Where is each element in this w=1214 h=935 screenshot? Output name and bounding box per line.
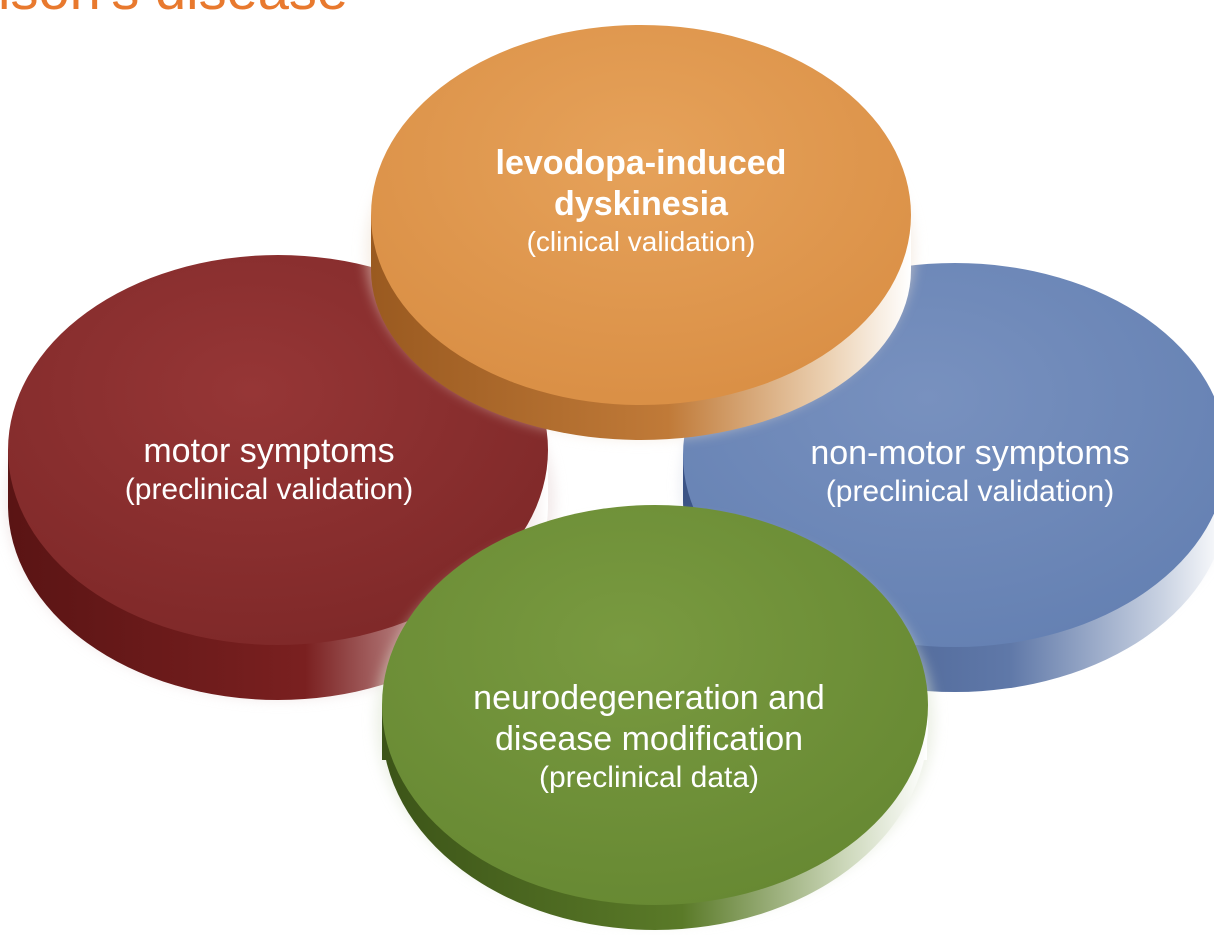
page-title: ison's disease <box>0 0 348 18</box>
disc-label-neuro: neurodegeneration and disease modificati… <box>449 678 849 796</box>
disc-motor <box>5 255 555 700</box>
neuro-subtitle: (preclinical data) <box>538 760 760 794</box>
nonmotor-subtitle: (preclinical validation) <box>825 474 1115 508</box>
neuro-title-line2: disease modification <box>494 719 804 758</box>
motor-title: motor symptoms <box>143 432 395 470</box>
neuro-title-line1: neurodegeneration and <box>473 679 825 717</box>
dyskinesia-subtitle: (clinical validation) <box>526 225 756 257</box>
disc-dyskinesia <box>365 25 915 440</box>
disc-neuro <box>375 505 935 930</box>
nonmotor-title: non-motor symptoms <box>810 434 1130 472</box>
disc-label-motor: motor symptoms (preclinical validation) <box>69 431 469 508</box>
disc-label-dyskinesia: levodopa-induced dyskinesia (clinical va… <box>441 143 841 258</box>
dyskinesia-title-line1: levodopa-induced <box>495 144 787 182</box>
dyskinesia-title-line2: dyskinesia <box>554 184 728 223</box>
disc-label-nonmotor: non-motor symptoms (preclinical validati… <box>770 433 1170 510</box>
motor-subtitle: (preclinical validation) <box>124 472 414 506</box>
